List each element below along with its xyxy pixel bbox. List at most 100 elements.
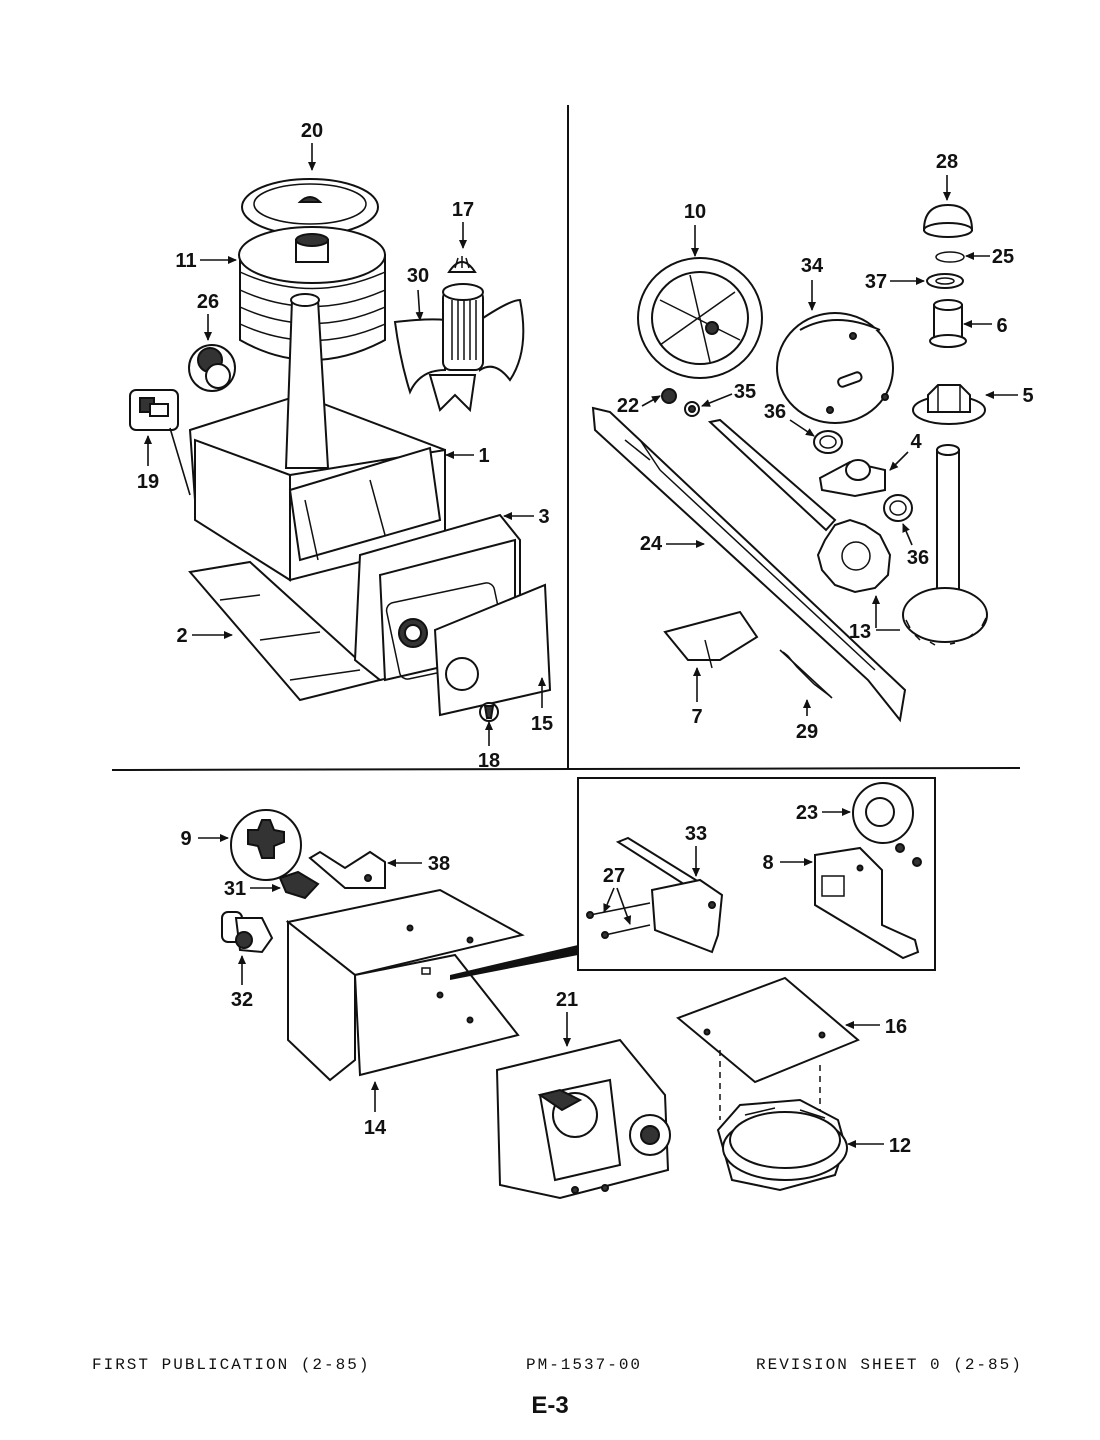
part-4-bracket <box>818 459 886 498</box>
callout-16-number: 16 <box>885 1016 907 1038</box>
callout-5: 5 <box>985 385 1034 407</box>
lead-19 <box>169 427 191 496</box>
callout-10: 10 <box>684 201 706 257</box>
callout-24-number: 24 <box>640 533 663 555</box>
callout-14: 14 <box>364 1081 387 1139</box>
callout-34: 34 <box>801 255 824 311</box>
callout-7-number: 7 <box>691 706 702 728</box>
callout-26: 26 <box>197 291 219 341</box>
part-23-button <box>852 782 922 867</box>
callout-29: 29 <box>796 699 818 743</box>
part-7-bracket <box>663 610 759 669</box>
callout-36a-number: 36 <box>764 401 786 423</box>
callout-8-number: 8 <box>762 852 773 874</box>
callout-16: 16 <box>845 1016 907 1038</box>
part-29-spring <box>779 649 833 699</box>
part-25-clip <box>935 251 965 263</box>
inset-box <box>577 777 936 971</box>
callout-1: 1 <box>445 445 490 467</box>
callout-15-number: 15 <box>531 713 553 735</box>
part-13-gear-shaft <box>707 418 988 646</box>
callout-30-number: 30 <box>407 265 429 287</box>
part-24-shaft <box>591 406 907 723</box>
part-16-cover <box>676 976 860 1130</box>
callout-2: 2 <box>176 625 233 647</box>
callout-17: 17 <box>452 199 474 249</box>
callout-18: 18 <box>478 721 500 772</box>
horizontal-divider <box>111 767 1021 771</box>
callout-11: 11 <box>175 250 237 272</box>
part-34-cam <box>776 312 894 424</box>
callout-5-number: 5 <box>1022 385 1033 407</box>
part-28-cap <box>922 203 974 238</box>
callout-36b: 36 <box>902 523 929 569</box>
callout-19: 19 <box>137 435 159 493</box>
part-19-switch <box>129 389 179 431</box>
callout-22-number: 22 <box>617 395 639 417</box>
callout-28: 28 <box>936 151 958 201</box>
callout-21: 21 <box>556 989 578 1047</box>
callout-29-number: 29 <box>796 721 818 743</box>
callout-26-number: 26 <box>197 291 219 313</box>
part-11-pulley <box>238 226 386 361</box>
callout-31: 31 <box>224 878 281 900</box>
part-2-base <box>188 560 383 702</box>
part-17-cap <box>447 256 477 273</box>
part-12-motor <box>716 1098 848 1192</box>
callout-12-number: 12 <box>889 1135 911 1157</box>
part-27-screws <box>586 902 651 939</box>
callout-33: 33 <box>685 823 707 877</box>
part-15-cover-plate <box>433 583 552 717</box>
part-38-clip <box>308 850 386 889</box>
part-36b-washer <box>883 494 913 522</box>
callout-37: 37 <box>865 271 925 293</box>
callout-20: 20 <box>301 120 323 171</box>
callout-22: 22 <box>617 395 661 417</box>
part-5-hex-nut <box>912 384 986 425</box>
callout-18-number: 18 <box>478 750 500 772</box>
callout-11-number: 11 <box>175 250 196 272</box>
callout-27: 27 <box>603 865 632 925</box>
callout-34-number: 34 <box>801 255 824 277</box>
footer-first-publication: FIRST PUBLICATION (2-85) <box>92 1356 371 1374</box>
callout-15: 15 <box>531 677 553 735</box>
callout-31-number: 31 <box>224 878 246 900</box>
part-33-switch-assembly <box>615 836 724 954</box>
footer-part-number: PM-1537-00 <box>526 1356 643 1374</box>
callout-12: 12 <box>847 1135 911 1157</box>
part-22-nut <box>661 388 677 404</box>
part-26-knob <box>188 344 236 392</box>
callout-36a: 36 <box>764 401 815 437</box>
callout-25-number: 25 <box>992 246 1014 268</box>
part-18-knob <box>479 702 499 722</box>
part-6-bushing <box>929 299 967 348</box>
callout-30: 30 <box>407 265 429 321</box>
callout-2-number: 2 <box>176 625 187 647</box>
callout-9-number: 9 <box>180 828 191 850</box>
callout-3-number: 3 <box>538 506 549 528</box>
footer-revision-sheet: REVISION SHEET 0 (2-85) <box>756 1356 1023 1374</box>
part-35-washer <box>684 401 700 417</box>
callout-27-number: 27 <box>603 865 625 887</box>
part-21-motor <box>495 1038 671 1200</box>
callout-6: 6 <box>963 315 1008 337</box>
callout-23-number: 23 <box>796 802 818 824</box>
callout-10-number: 10 <box>684 201 706 223</box>
callout-32-number: 32 <box>231 989 253 1011</box>
part-10-wheel <box>637 257 763 379</box>
callout-38: 38 <box>387 853 450 875</box>
callout-7: 7 <box>691 667 703 728</box>
callout-9: 9 <box>180 828 229 850</box>
part-31-clip <box>278 870 320 900</box>
callout-36b-number: 36 <box>907 547 929 569</box>
callout-28-number: 28 <box>936 151 958 173</box>
callout-24: 24 <box>640 533 705 555</box>
part-9-bearing <box>230 809 302 881</box>
callout-38-number: 38 <box>428 853 450 875</box>
callout-13-number: 13 <box>849 621 871 643</box>
callout-14-number: 14 <box>364 1117 387 1139</box>
part-36a-washer <box>813 430 843 454</box>
callout-6-number: 6 <box>996 315 1007 337</box>
part-14-bracket <box>285 888 525 1082</box>
